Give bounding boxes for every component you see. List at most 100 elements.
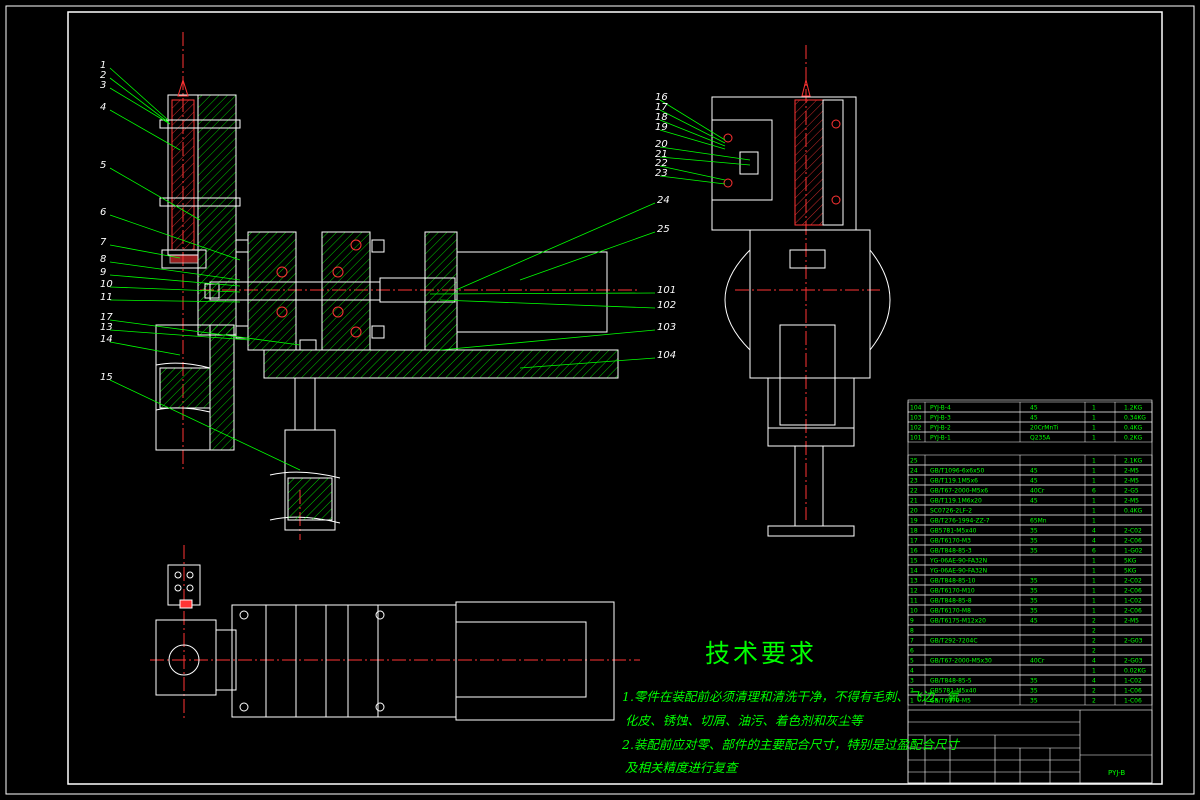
bom-cell: 1	[1092, 558, 1096, 565]
bom-cell: PYJ-B-4	[930, 405, 951, 412]
bom-cell: 2-C06	[1124, 538, 1142, 545]
bom-cell: 2	[910, 688, 914, 695]
bom-cell: GB5781-M5x40	[930, 688, 977, 695]
bom-cell: GB/T1096-6x6x50	[930, 468, 984, 475]
outer-frame	[5, 5, 1195, 795]
leader-lines-left	[109, 67, 301, 471]
bom-row	[907, 624, 1153, 636]
bom-cell: 6	[1092, 548, 1096, 555]
side-view	[711, 45, 891, 537]
bom-cell: GB/T292-7204C	[930, 638, 978, 645]
bom-cell: 2-C02	[1124, 528, 1142, 535]
bom-cell: GB/T67-2000-M5x30	[930, 658, 992, 665]
balloon-1: 1	[100, 60, 106, 71]
bom-cell: 35	[1030, 678, 1038, 685]
bom-cell: 2-G5	[1124, 488, 1139, 495]
balloon-5: 5	[100, 160, 106, 171]
bom-cell: 0.02KG	[1124, 668, 1146, 675]
bom-row	[907, 664, 1153, 676]
bom-cell: 5	[910, 658, 914, 665]
bom-cell: 20CrMnTi	[1030, 425, 1059, 432]
balloon-6: 6	[100, 207, 106, 218]
balloon-102: 102	[657, 300, 676, 311]
bom-cell: 9	[910, 618, 914, 625]
bom-row	[907, 431, 1153, 443]
bom-cell: 102	[910, 425, 922, 432]
bom-cell: 2	[1092, 688, 1096, 695]
bom-cell: 1	[1092, 415, 1096, 422]
bom-cell: 23	[910, 478, 918, 485]
bom-cell: 25	[910, 458, 918, 465]
bom-cell: 45	[1030, 468, 1038, 475]
bom-cell: GB/T6170-M10	[930, 588, 975, 595]
bom-row	[907, 454, 1153, 466]
bom-cell: 35	[1030, 528, 1038, 535]
bom-cell: GB/T848-85-10	[930, 578, 976, 585]
bom-cell: 1.2KG	[1124, 405, 1142, 412]
bom-cell: 20	[910, 508, 918, 515]
bom-cell: 4	[1092, 658, 1096, 665]
bom-cell: 0.2KG	[1124, 435, 1142, 442]
balloon-7: 7	[100, 237, 107, 248]
bom-cell: 1	[1092, 568, 1096, 575]
balloon-15: 15	[100, 372, 113, 383]
bom-cell: 1-C06	[1124, 688, 1142, 695]
balloon-25: 25	[657, 224, 670, 235]
drawing-code: PYJ-B	[1108, 769, 1125, 777]
bom-cell: 19	[910, 518, 918, 525]
tech-line-1: 1.零件在装配前必须清理和清洗干净，不得有毛刺、飞边、氧	[622, 689, 959, 704]
tech-line-3: 2.装配前应对零、部件的主要配合尺寸，特别是过盈配合尺寸	[622, 737, 959, 752]
bom-cell: 0.34KG	[1124, 415, 1146, 422]
bom-cell: 103	[910, 415, 922, 422]
balloon-22: 22	[655, 158, 668, 169]
bom-cell: 35	[1030, 598, 1038, 605]
bom-cell: 22	[910, 488, 918, 495]
bom-cell: 4	[1092, 528, 1096, 535]
bom-cell: 35	[1030, 688, 1038, 695]
bom-cell: 21	[910, 498, 918, 505]
title-block	[907, 709, 1153, 784]
bom-cell: 4	[910, 668, 914, 675]
bom-cell: 1	[1092, 425, 1096, 432]
leader-lines-right	[429, 202, 656, 369]
bom-cell: PYJ-B-3	[930, 415, 951, 422]
bom-cell: PYJ-B-2	[930, 425, 951, 432]
balloon-24: 24	[657, 195, 670, 206]
balloon-101: 101	[657, 285, 676, 296]
bom-row	[907, 644, 1153, 656]
bom-cell: 2-C06	[1124, 588, 1142, 595]
bom-cell: 35	[1030, 548, 1038, 555]
balloon-11: 11	[100, 292, 113, 303]
bom-cell: GB/T119.1M5x6	[930, 478, 978, 485]
bom-cell: 1-C06	[1124, 698, 1142, 705]
bom-cell: 18	[910, 528, 918, 535]
bom-cell: 40Cr	[1030, 488, 1045, 495]
bom-cell: 4	[1092, 678, 1096, 685]
bom-cell: 1	[1092, 518, 1096, 525]
bom-cell: 1	[1092, 498, 1096, 505]
bom-cell: 2	[1092, 638, 1096, 645]
bom-cell: 45	[1030, 405, 1038, 412]
bom-cell: 2	[1092, 618, 1096, 625]
bom-cell: GB/T848-85-5	[930, 678, 972, 685]
bom-cell: 1	[1092, 468, 1096, 475]
balloon-2: 2	[100, 70, 106, 81]
leader-lines-side	[659, 99, 751, 185]
bom-cell: 2	[1092, 698, 1096, 705]
bom-cell: GB/T848-85-8	[930, 598, 972, 605]
bom-cell: 35	[1030, 578, 1038, 585]
bom-cell: 1-C02	[1124, 598, 1142, 605]
bom-cell: SC0726-2LF-2	[930, 508, 972, 515]
balloon-21: 21	[655, 149, 668, 160]
bom-cell: 2-M5	[1124, 468, 1139, 475]
bom-cell: 2-M5	[1124, 618, 1139, 625]
bom-cell: 8	[910, 628, 914, 635]
tech-requirements-title: 技术要求	[705, 639, 818, 668]
bom-cell: GB/T6175-M12x20	[930, 618, 986, 625]
front-view	[155, 32, 640, 540]
